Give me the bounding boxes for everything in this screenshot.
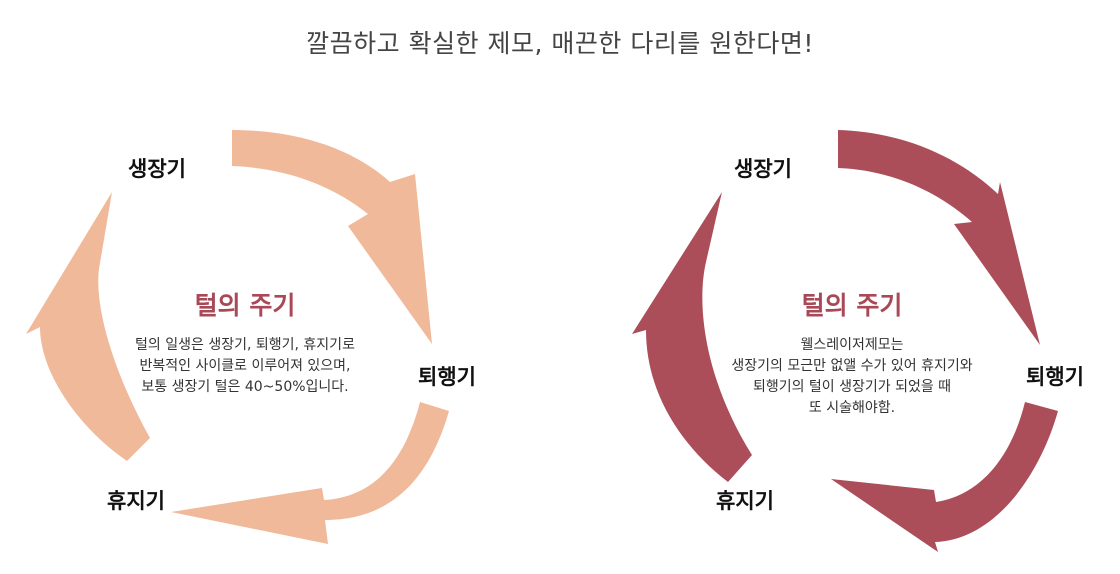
- right-desc-line: 생장기의 모근만 없앨 수가 있어 휴지기와: [731, 358, 973, 374]
- right-arrow-growth-to-regression: [838, 130, 1040, 345]
- left-cycle-title: 털의 주기: [194, 291, 296, 320]
- left-cycle-arrows: [26, 130, 449, 544]
- right-stage-regression: 퇴행기: [1026, 365, 1084, 389]
- left-cycle-description: 털의 일생은 생장기, 퇴행기, 휴지기로 반복적인 사이클로 이루어져 있으며…: [95, 335, 395, 398]
- right-desc-line: 또 시술해야함.: [808, 400, 896, 416]
- right-stage-growth: 생장기: [734, 157, 792, 181]
- right-arrow-regression-to-rest: [831, 402, 1058, 552]
- right-desc-line: 웰스레이저제모는: [800, 337, 904, 353]
- right-cycle-title: 털의 주기: [801, 291, 903, 320]
- right-desc-line: 퇴행기의 털이 생장기가 되었을 때: [752, 379, 952, 395]
- left-arrow-regression-to-rest: [171, 402, 449, 544]
- right-arrow-rest-to-growth: [632, 192, 752, 482]
- left-desc-line: 반복적인 사이클로 이루어져 있으며,: [139, 358, 351, 374]
- left-stage-growth: 생장기: [128, 157, 186, 181]
- right-cycle-arrows: [632, 130, 1058, 552]
- left-stage-rest: 휴지기: [107, 489, 165, 513]
- left-arrow-growth-to-regression: [232, 130, 432, 344]
- right-cycle-description: 웰스레이저제모는 생장기의 모근만 없앨 수가 있어 휴지기와 퇴행기의 털이 …: [682, 335, 1022, 419]
- right-stage-rest: 휴지기: [716, 489, 774, 513]
- left-desc-line: 보통 생장기 털은 40~50%입니다.: [141, 379, 349, 395]
- left-stage-regression: 퇴행기: [418, 365, 476, 389]
- left-desc-line: 털의 일생은 생장기, 퇴행기, 휴지기로: [135, 337, 355, 353]
- left-arrow-rest-to-growth: [26, 192, 150, 461]
- page-headline: 깔끔하고 확실한 제모, 매끈한 다리를 원한다면!: [306, 29, 814, 58]
